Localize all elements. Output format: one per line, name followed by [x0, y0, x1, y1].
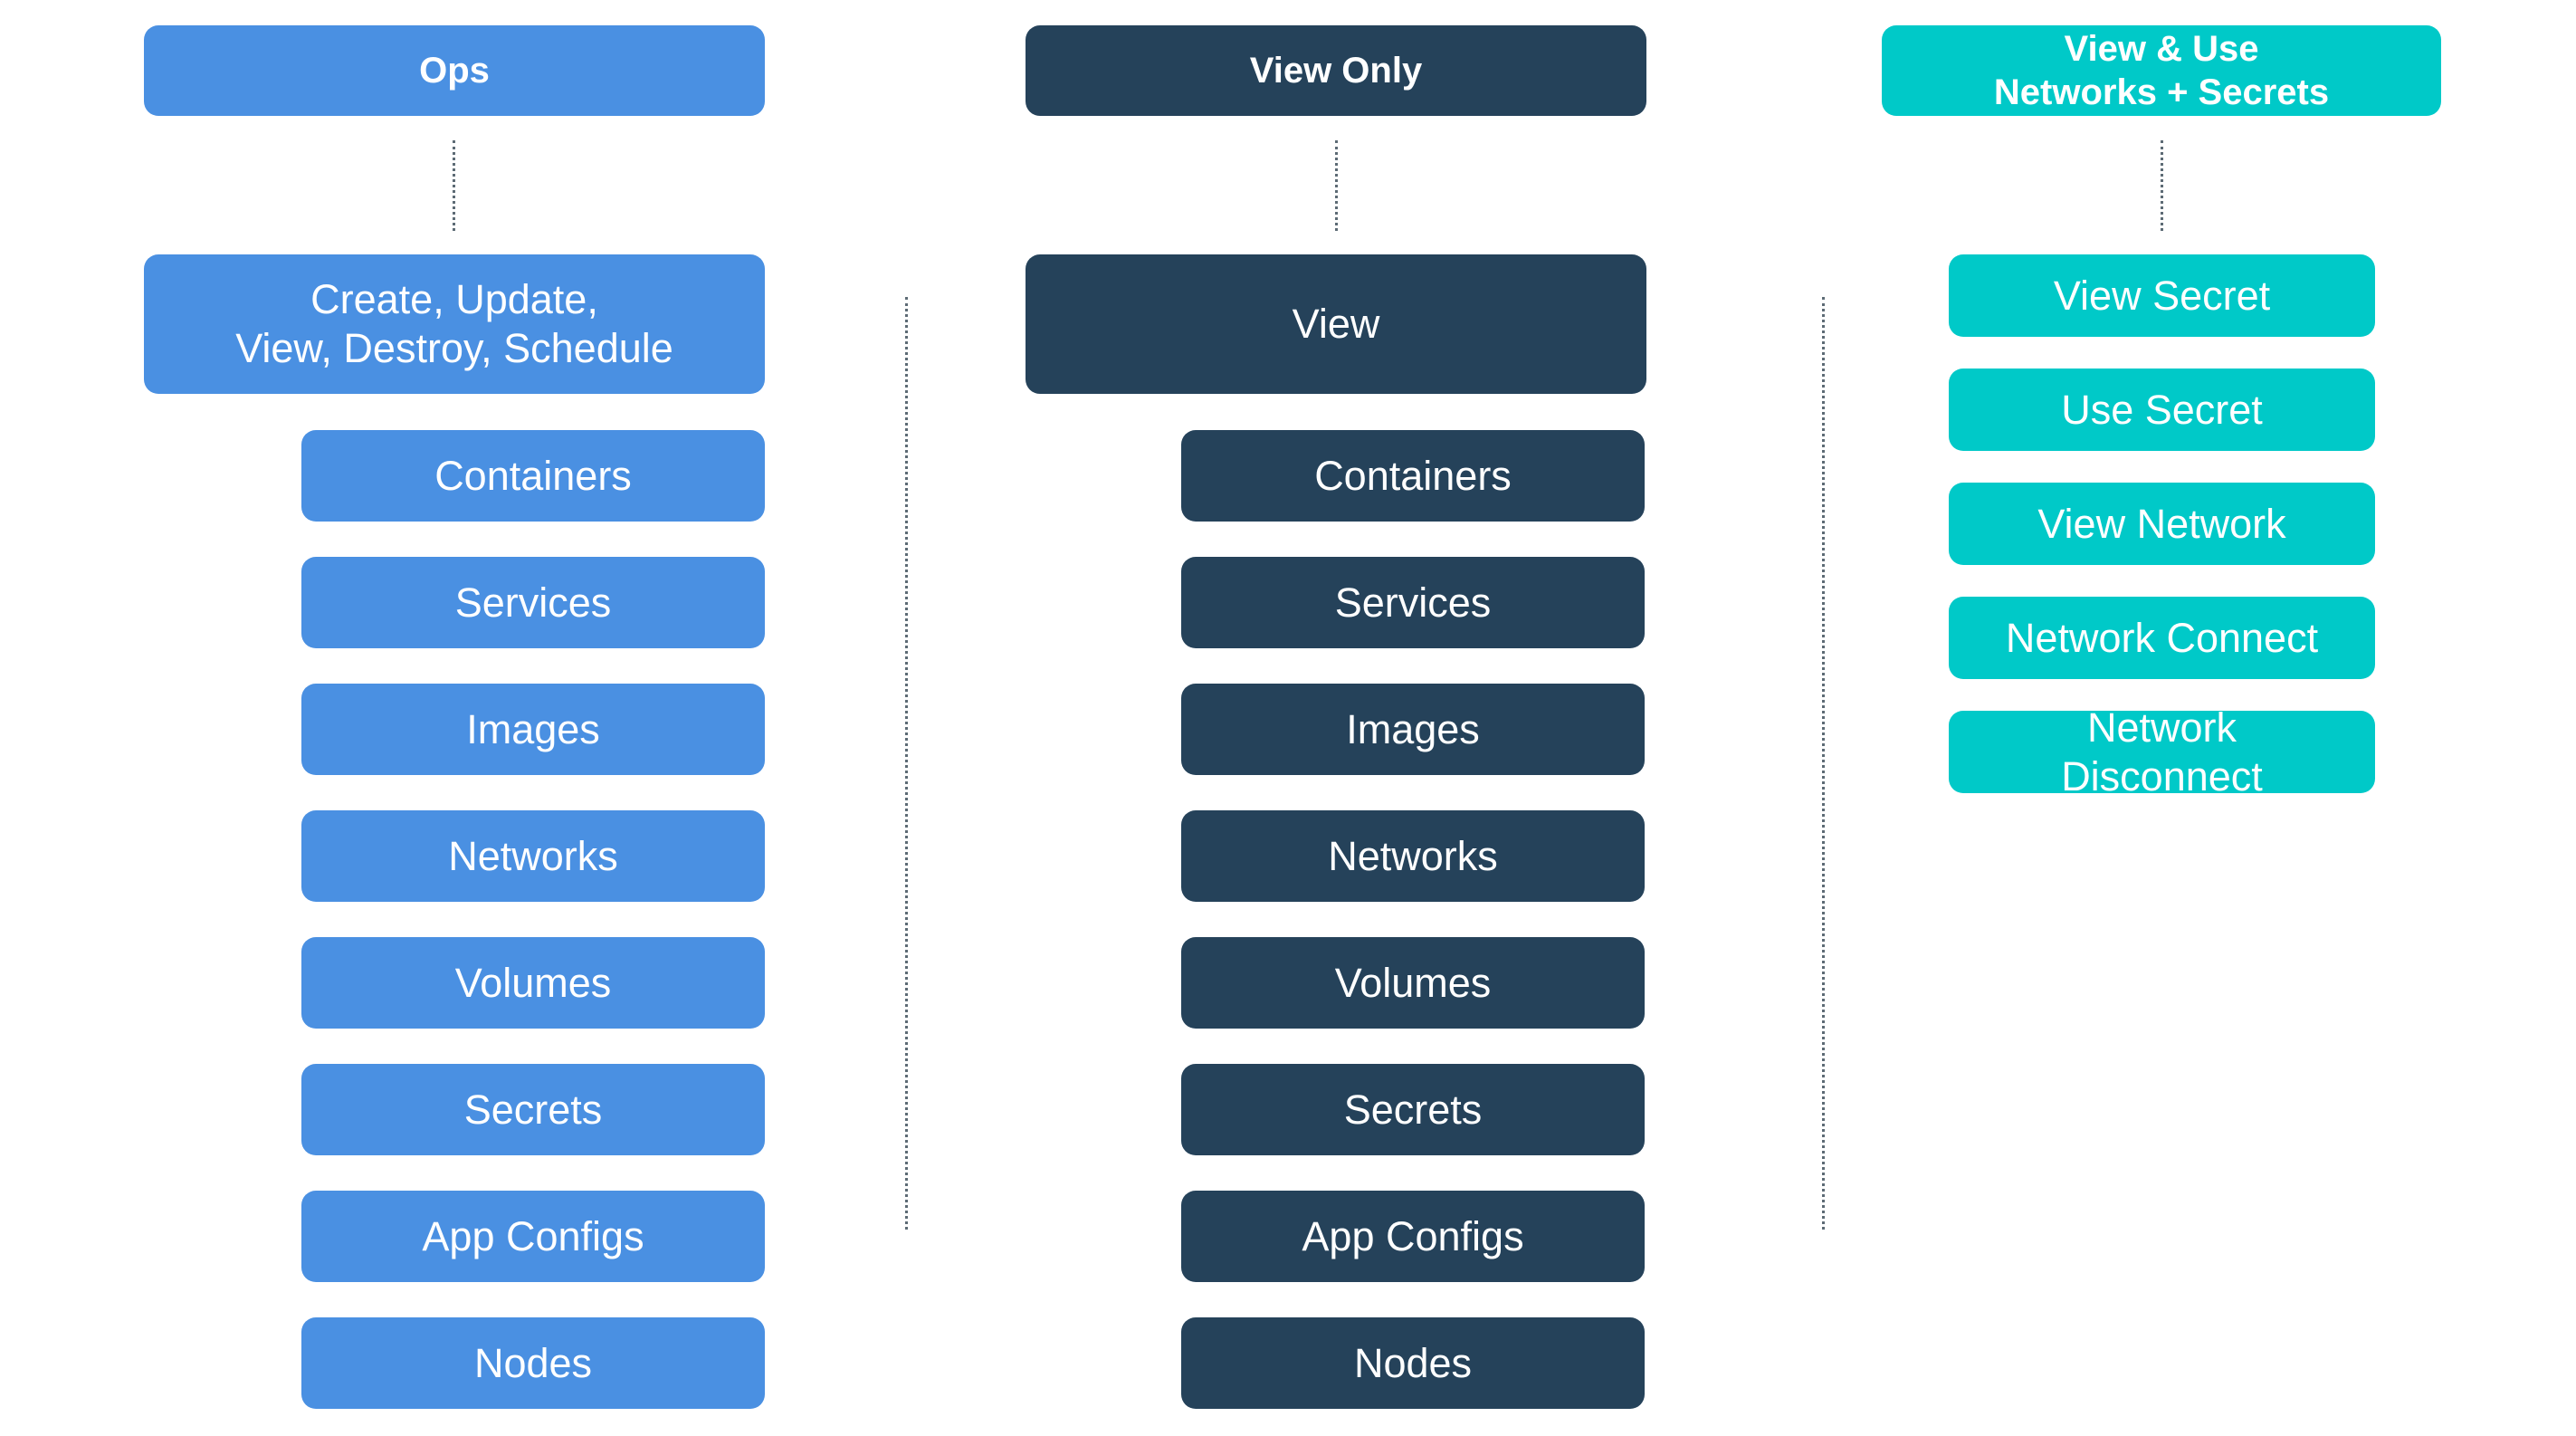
view-only-item-nodes: Nodes [1181, 1317, 1645, 1409]
view-use-item-view-secret: View Secret [1949, 254, 2375, 337]
view-only-actions-box: View [1026, 254, 1646, 394]
ops-item-services: Services [301, 557, 765, 648]
ops-item-secrets: Secrets [301, 1064, 765, 1155]
view-use-item-network-disconnect: Network Disconnect [1949, 704, 2375, 799]
view-only-item-services: Services [1181, 557, 1645, 648]
ops-item-networks: Networks [301, 810, 765, 902]
ops-item-images: Images [301, 684, 765, 775]
view-use-item-network-connect: Network Connect [1949, 597, 2375, 679]
view-only-header-connector [1335, 140, 1338, 231]
view-use-role-header: View & Use Networks + Secrets [1882, 25, 2441, 116]
ops-item-nodes: Nodes [301, 1317, 765, 1409]
ops-item-containers: Containers [301, 430, 765, 522]
view-only-item-app-configs: App Configs [1181, 1191, 1645, 1282]
view-only-role-header: View Only [1026, 25, 1646, 116]
view-only-item-containers: Containers [1181, 430, 1645, 522]
column-divider-right [1822, 297, 1825, 1230]
view-use-item-use-secret: Use Secret [1949, 369, 2375, 451]
ops-actions-box: Create, Update, View, Destroy, Schedule [144, 254, 765, 394]
ops-header-connector [453, 140, 455, 231]
ops-item-app-configs: App Configs [301, 1191, 765, 1282]
view-use-header-connector [2161, 140, 2163, 231]
ops-item-volumes: Volumes [301, 937, 765, 1029]
view-only-item-secrets: Secrets [1181, 1064, 1645, 1155]
view-only-item-volumes: Volumes [1181, 937, 1645, 1029]
view-only-item-networks: Networks [1181, 810, 1645, 902]
ops-role-header: Ops [144, 25, 765, 116]
column-divider-left [905, 297, 908, 1230]
view-only-item-images: Images [1181, 684, 1645, 775]
view-use-item-view-network: View Network [1949, 483, 2375, 565]
